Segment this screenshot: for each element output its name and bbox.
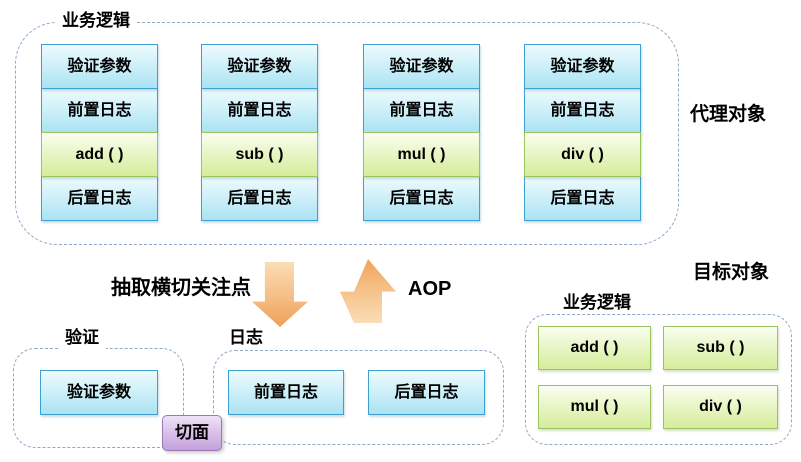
before-log-box: 前置日志 <box>228 370 344 415</box>
target-group-label: 业务逻辑 <box>556 292 638 314</box>
method-box-mul: mul ( ) <box>538 385 651 429</box>
method-cell-sub: sub ( ) <box>201 132 318 177</box>
extract-crosscut-label: 抽取横切关注点 <box>111 277 251 299</box>
validate-params-cell: 验证参数 <box>201 44 318 89</box>
validate-params-cell: 验证参数 <box>363 44 480 89</box>
validate-params-cell: 验证参数 <box>41 44 158 89</box>
validate-params-box: 验证参数 <box>40 370 158 415</box>
before-log-cell: 前置日志 <box>41 88 158 133</box>
proxy-stack-add: 验证参数 前置日志 add ( ) 后置日志 <box>41 44 158 221</box>
logging-group-label: 日志 <box>222 327 270 349</box>
method-box-sub: sub ( ) <box>663 326 778 370</box>
method-box-div: div ( ) <box>663 385 778 429</box>
down-arrow-icon <box>252 262 308 327</box>
target-object-label: 目标对象 <box>693 262 770 283</box>
before-log-cell: 前置日志 <box>524 88 641 133</box>
method-cell-div: div ( ) <box>524 132 641 177</box>
before-log-cell: 前置日志 <box>363 88 480 133</box>
proxy-group-box <box>15 22 679 245</box>
after-log-cell: 后置日志 <box>363 176 480 221</box>
logging-group-box <box>213 350 504 445</box>
aop-label: AOP <box>408 278 452 300</box>
up-arrow-icon <box>340 259 396 323</box>
proxy-stack-mul: 验证参数 前置日志 mul ( ) 后置日志 <box>363 44 480 221</box>
validate-params-cell: 验证参数 <box>524 44 641 89</box>
proxy-stack-div: 验证参数 前置日志 div ( ) 后置日志 <box>524 44 641 221</box>
method-box-add: add ( ) <box>538 326 651 370</box>
after-log-cell: 后置日志 <box>524 176 641 221</box>
proxy-object-label: 代理对象 <box>690 104 767 125</box>
aspect-badge: 切面 <box>162 415 222 451</box>
target-group-box <box>525 314 792 445</box>
after-log-box: 后置日志 <box>368 370 485 415</box>
validation-group-label: 验证 <box>58 327 106 349</box>
method-cell-mul: mul ( ) <box>363 132 480 177</box>
method-cell-add: add ( ) <box>41 132 158 177</box>
after-log-cell: 后置日志 <box>201 176 318 221</box>
proxy-group-label: 业务逻辑 <box>55 10 137 32</box>
after-log-cell: 后置日志 <box>41 176 158 221</box>
before-log-cell: 前置日志 <box>201 88 318 133</box>
proxy-stack-sub: 验证参数 前置日志 sub ( ) 后置日志 <box>201 44 318 221</box>
